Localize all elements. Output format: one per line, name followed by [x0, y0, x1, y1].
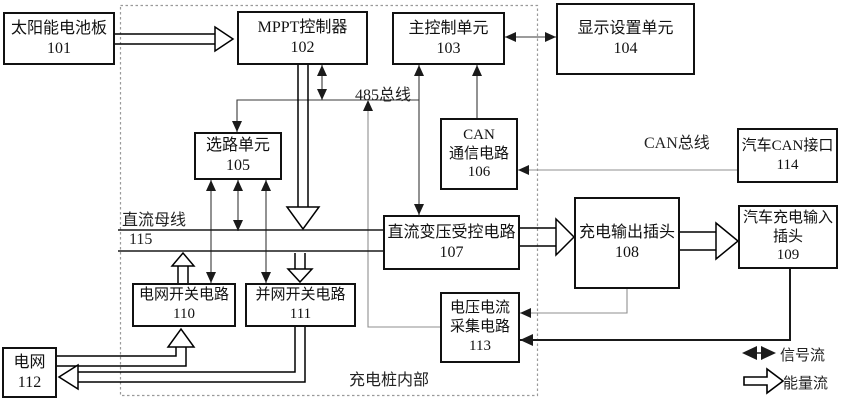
- energy-shafts: [57, 33, 717, 383]
- energy-arrowheads: [57, 25, 740, 391]
- label-485-bus: 485总线: [355, 87, 412, 104]
- block-grid-tie-switch-circuit-111: 并网开关电路 111: [245, 283, 356, 327]
- label-charging-pile-internal: 充电桩内部: [349, 372, 430, 389]
- signal-arrowheads: [206, 32, 556, 346]
- block-routing-unit-105: 选路单元 105: [194, 132, 282, 180]
- block-grid-switch-circuit-110: 电网开关电路 110: [132, 283, 236, 327]
- legend-signal-icon: [742, 346, 776, 360]
- block-main-control-unit-103: 主控制单元 103: [392, 12, 505, 65]
- block-display-setting-unit-104: 显示设置单元 104: [556, 3, 695, 75]
- block-can-comm-circuit-106: CAN 通信电路 106: [440, 118, 518, 190]
- legend-signal-flow-label: 信号流: [780, 348, 826, 364]
- label-dc-bus-number: 115: [129, 231, 153, 248]
- block-charging-output-plug-108: 充电输出插头 108: [574, 197, 680, 289]
- plug-feedback-line: [520, 268, 791, 341]
- block-car-can-interface-114: 汽车CAN接口 114: [737, 128, 838, 183]
- block-car-charging-input-plug-109: 汽车充电输入 插头 109: [738, 205, 838, 269]
- block-voltage-current-sampling-circuit-113: 电压电流 采集电路 113: [440, 292, 520, 363]
- block-dc-transform-controlled-circuit-107: 直流变压受控电路 107: [383, 215, 520, 270]
- dc-bus-lines: [118, 229, 383, 252]
- block-solar-panel-101: 太阳能电池板 101: [3, 12, 115, 65]
- block-power-grid-112: 电网 112: [2, 347, 57, 398]
- label-can-bus: CAN总线: [644, 135, 710, 152]
- label-dc-bus: 直流母线: [122, 212, 187, 229]
- legend-energy-flow-label: 能量流: [783, 376, 829, 392]
- grey-signal-lines: [367, 100, 737, 328]
- legend-energy-icon: [743, 367, 785, 395]
- block-mppt-controller-102: MPPT控制器 102: [237, 11, 368, 65]
